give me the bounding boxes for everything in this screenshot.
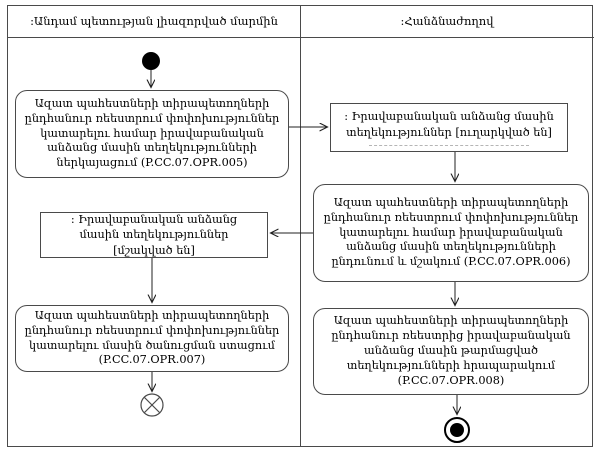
lane-header-member-state-authority: :Անդամ պետության լիազորված մարմին [30, 14, 278, 28]
lane-divider [300, 5, 301, 447]
object-node-info-sent: : Իրավաբանական անձանց մասին տեղեկություն… [330, 103, 568, 152]
action-node-opr006: Ազատ պահեստների տիրապետողների ընդհանուր … [313, 184, 589, 282]
object-node-info-processed-label: : Իրավաբանական անձանց մասին տեղեկություն… [70, 213, 238, 257]
object-state-separator [369, 144, 529, 146]
lane-header-separator [7, 37, 594, 38]
action-node-opr005: Ազատ պահեստների տիրապետողների ընդհանուր … [15, 90, 289, 178]
action-node-opr007: Ազատ պահեստների տիրապետողների ընդհանուր … [15, 305, 289, 372]
object-node-info-sent-label: : Իրավաբանական անձանց մասին տեղեկություն… [344, 110, 554, 139]
lane-header-commission: :Հանձնաժողով [400, 14, 494, 28]
object-node-info-processed: : Իրավաբանական անձանց մասին տեղեկություն… [40, 212, 268, 258]
action-node-opr008: Ազատ պահեստների տիրապետողների ընդհանուր … [313, 308, 589, 395]
